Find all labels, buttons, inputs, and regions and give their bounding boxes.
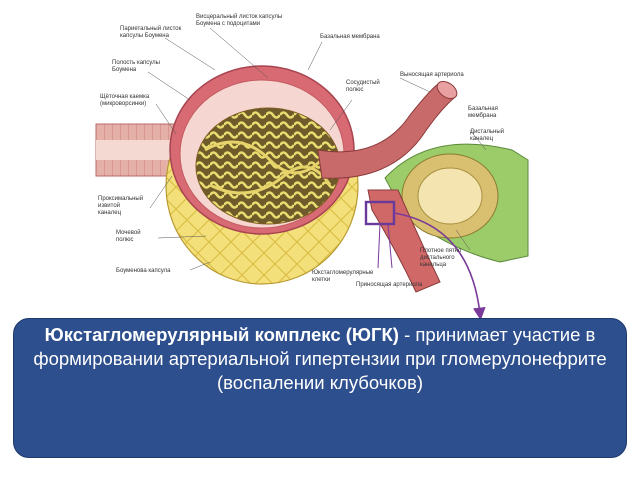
label-brush-border: Щёточная каемка(микроворсинки) [100,94,150,107]
afferent-arteriole [367,189,441,293]
label-basal-membrane-top: Базальная мембрана [320,34,380,40]
callout-arrow [393,212,486,321]
callout-body: принимает участие в формировании артериа… [33,324,607,393]
glomerulus [195,107,341,225]
label-efferent-arteriole: Выносящая артериола [400,72,464,78]
label-bowman-capsule: Боуменова капсула [116,268,171,274]
callout-box: Юкстагломерулярный комплекс (ЮГК) - прин… [13,318,627,458]
callout-title: Юкстагломерулярный комплекс (ЮГК) [44,324,399,345]
distal-tubule [384,143,529,263]
label-afferent-arteriole: Приносящая артериола [356,282,423,288]
callout-title-suffix: - [398,324,411,345]
